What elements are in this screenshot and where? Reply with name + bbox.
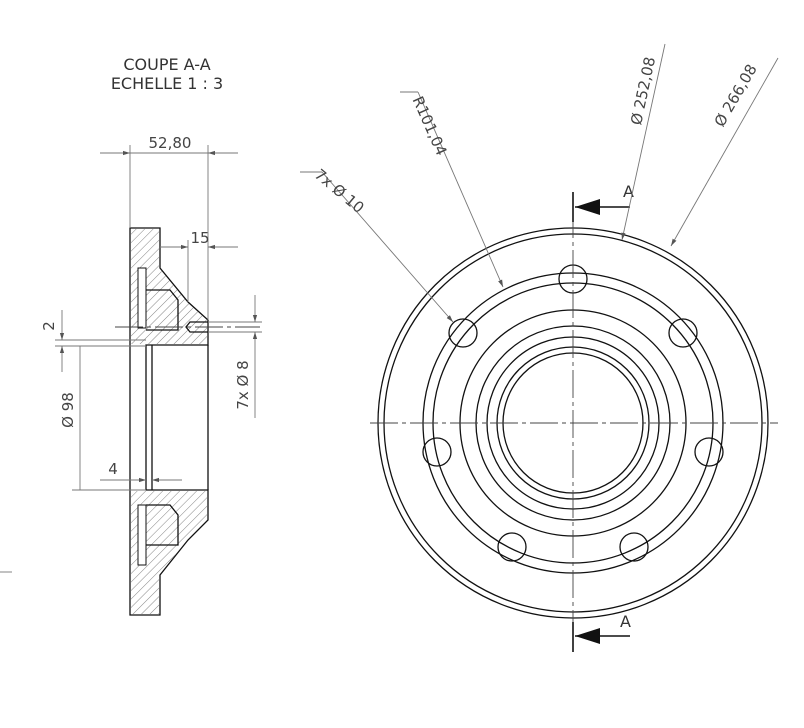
bolt-hole-2 — [668, 318, 698, 348]
section-marker-top: A — [572, 182, 634, 222]
section-hole-lower — [137, 504, 147, 566]
bolt-hole-7 — [448, 318, 478, 348]
section-hole-upper — [137, 267, 147, 329]
section-mark-top: A — [623, 182, 634, 201]
dim-depth: 15 — [190, 229, 209, 247]
bolt-hole-4 — [619, 532, 649, 562]
dim-dia-outer: Ø 266,08 — [711, 61, 761, 130]
dim-wall: 4 — [108, 460, 118, 478]
counterbore-lower — [146, 504, 179, 546]
hatch-upper — [131, 229, 207, 344]
dim-bolt-holes: 7x Ø 10 — [311, 165, 368, 217]
dim-width-total: 52,80 — [149, 134, 192, 152]
front-view — [370, 210, 778, 650]
section-view — [0, 227, 260, 616]
dim-threaded-holes: 7x Ø 8 — [234, 360, 252, 409]
section-title: COUPE A-A — [123, 55, 210, 74]
section-dimensions: 52,80 15 2 Ø 98 7x Ø 8 4 — [40, 134, 262, 491]
dim-pcd-radius: R101,04 — [409, 94, 451, 159]
dim-small-gap: 2 — [40, 321, 58, 331]
section-marker-bottom: A — [572, 612, 631, 652]
counterbore-upper — [146, 289, 179, 331]
section-scale: ECHELLE 1 : 3 — [111, 74, 223, 93]
dim-bore-dia: Ø 98 — [59, 392, 77, 428]
hatch-lower — [131, 491, 207, 614]
threaded-hole — [185, 321, 208, 333]
bolt-hole-5 — [497, 532, 527, 562]
bolt-hole-3 — [694, 437, 724, 467]
bolt-hole-6 — [422, 437, 452, 467]
section-mark-bottom: A — [620, 612, 631, 631]
